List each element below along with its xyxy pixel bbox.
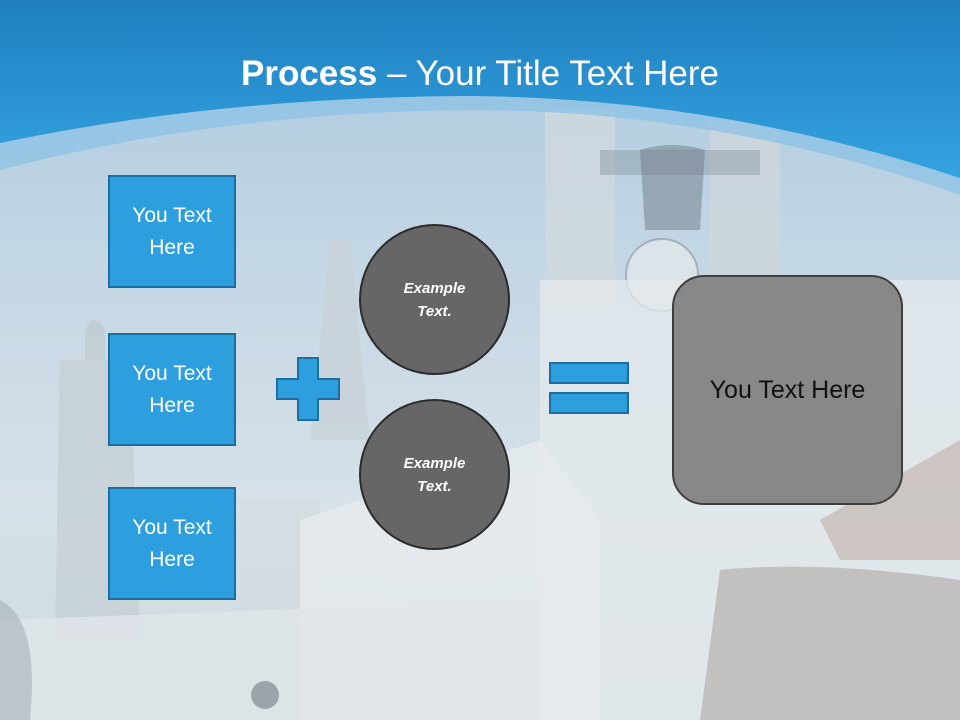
plus-icon <box>276 357 340 421</box>
title-bold-part: Process <box>241 54 378 93</box>
result-box-label: You Text Here <box>709 376 866 404</box>
title-rest-part: – Your Title Text Here <box>377 54 719 93</box>
example-circle-2[interactable]: Example Text. <box>359 399 510 550</box>
text-box-2-label: You Text Here <box>132 361 212 417</box>
example-circle-1[interactable]: Example Text. <box>359 224 510 375</box>
header-band <box>0 0 960 195</box>
text-box-1[interactable]: You Text Here <box>108 175 236 288</box>
result-box[interactable]: You Text Here <box>672 275 903 505</box>
text-box-3-label: You Text Here <box>132 515 212 571</box>
equals-icon <box>549 362 629 414</box>
text-box-1-label: You Text Here <box>132 203 212 259</box>
text-box-3[interactable]: You Text Here <box>108 487 236 600</box>
example-circle-1-label: Example Text. <box>403 279 466 320</box>
example-circle-2-label: Example Text. <box>403 454 466 495</box>
text-box-2[interactable]: You Text Here <box>108 333 236 446</box>
slide-title: Process – Your Title Text Here <box>0 52 960 96</box>
